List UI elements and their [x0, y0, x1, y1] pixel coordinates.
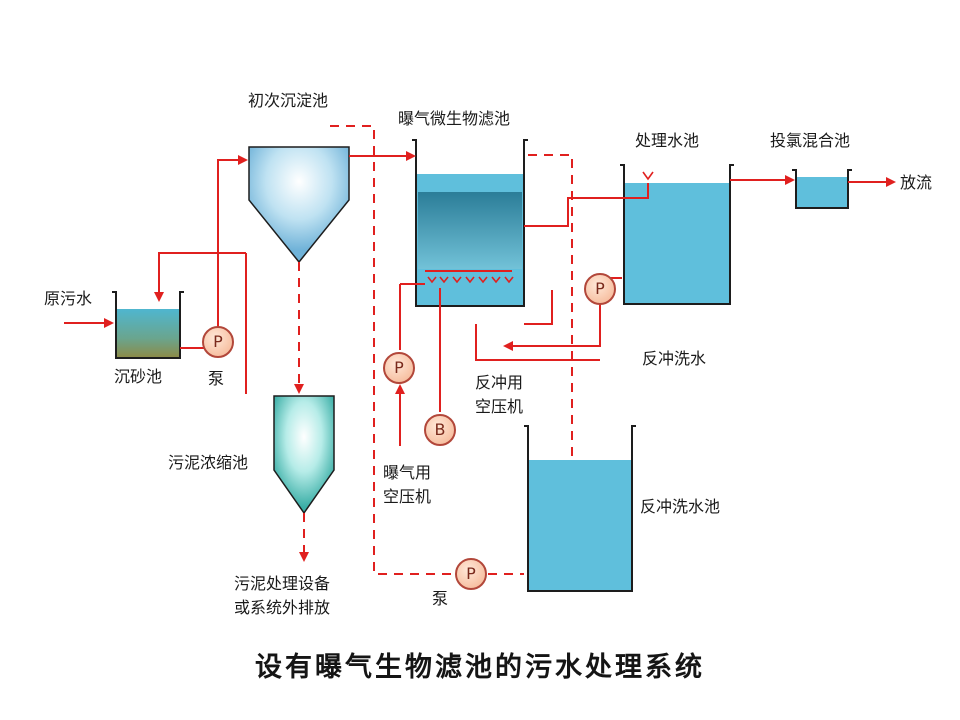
- baf-tank: [412, 139, 528, 307]
- backwash-blower-icon: B: [424, 414, 456, 446]
- feed-pump-label: 泵: [208, 369, 225, 388]
- backwash-tank-label: 反冲洗水池: [640, 497, 721, 516]
- grit-chamber-label: 沉砂池: [114, 367, 163, 386]
- treated-water-tank: [620, 164, 734, 305]
- treated-tank-label: 处理水池: [635, 131, 700, 150]
- sludge-thickener: [273, 395, 335, 515]
- feed-pump-icon: P: [202, 326, 234, 358]
- backwash-air-label-1: 反冲用: [475, 373, 524, 392]
- raw-sewage-label: 原污水: [44, 289, 93, 308]
- dashed-pipes: [294, 125, 573, 575]
- chlorine-tank-label: 投氯混合池: [770, 131, 851, 150]
- baf-label: 曝气微生物滤池: [398, 109, 511, 128]
- baf-to-treated: [524, 183, 649, 227]
- primary-clarifier: [248, 146, 350, 264]
- diagram-caption: 设有曝气生物滤池的污水处理系统: [255, 652, 705, 683]
- sludge-disposal-label-1: 污泥处理设备: [234, 574, 331, 593]
- backwash-return: [475, 324, 600, 361]
- backwash-air-label-2: 空压机: [475, 397, 524, 416]
- discharge-label: 放流: [900, 173, 933, 192]
- backwash-drain-left: [330, 125, 455, 575]
- backwash-pump-icon: P: [584, 273, 616, 305]
- aeration-air-label-1: 曝气用: [383, 463, 432, 482]
- primary-clarifier-label: 初次沉淀池: [248, 91, 329, 110]
- grit-chamber: [112, 291, 184, 359]
- drain-pump-label: 泵: [432, 589, 449, 608]
- recycle-line: [154, 252, 246, 302]
- sludge-disposal-label-2: 或系统外排放: [234, 598, 331, 617]
- inlet-valve-icon: [642, 171, 654, 181]
- backwash-water-tank: [524, 425, 636, 592]
- backwash-water-line: [503, 302, 601, 351]
- aeration-air-label-2: 空压机: [383, 487, 432, 506]
- pump-to-clarifier: [217, 155, 248, 334]
- baf-underdrain: [524, 290, 553, 325]
- sludge-thickener-label: 污泥浓缩池: [168, 453, 249, 472]
- drain-pump-icon: P: [455, 558, 487, 590]
- backwash-overflow: [528, 154, 573, 460]
- backwash-water-label: 反冲洗水: [642, 349, 707, 368]
- chlorine-mixing-tank: [792, 169, 852, 209]
- aeration-blower-icon: P: [383, 352, 415, 384]
